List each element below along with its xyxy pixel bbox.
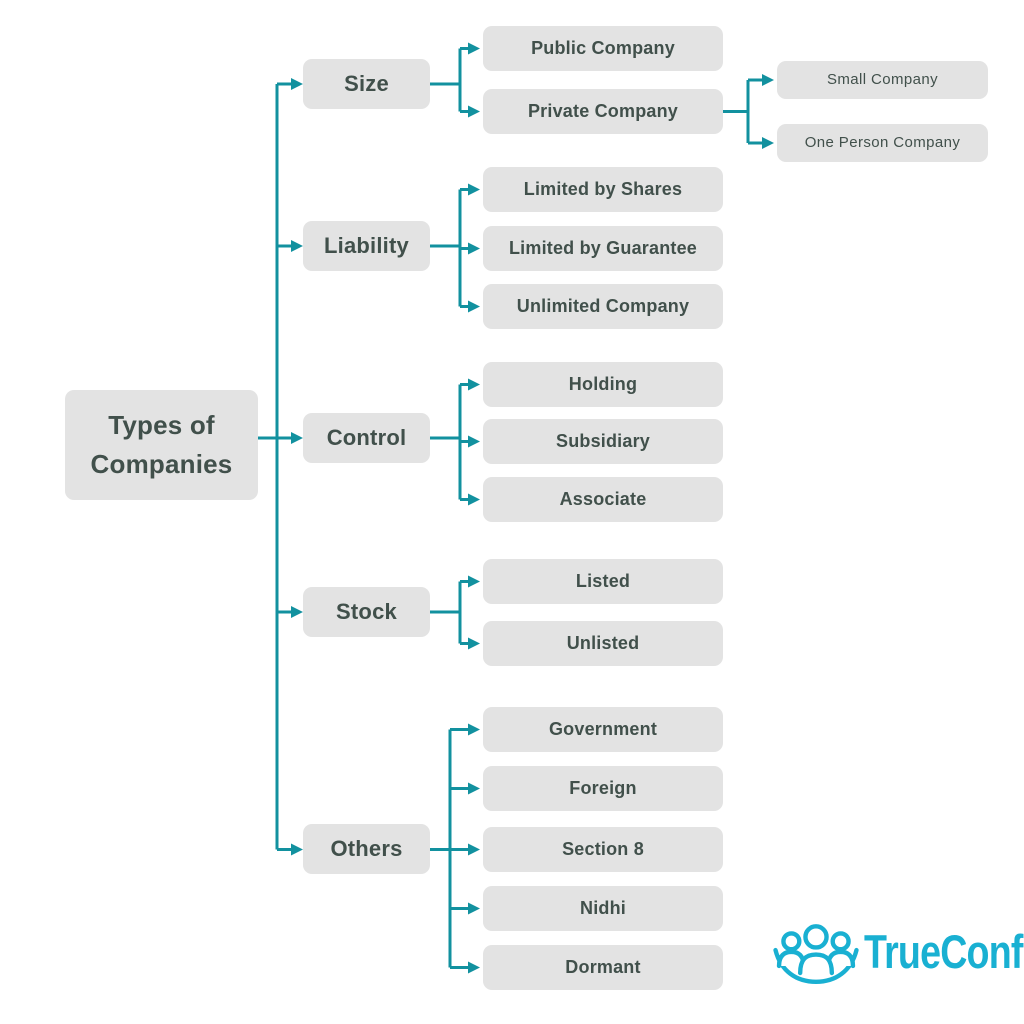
node-stock: Stock <box>303 587 430 637</box>
node-others: Others <box>303 824 430 874</box>
node-size: Size <box>303 59 430 109</box>
node-government: Government <box>483 707 723 752</box>
node-small-company: Small Company <box>777 61 988 99</box>
node-unlimited-company: Unlimited Company <box>483 284 723 329</box>
trueconf-wordmark: TrueConf <box>864 924 1023 978</box>
node-liability: Liability <box>303 221 430 271</box>
trueconf-logo: TrueConf <box>772 916 1024 986</box>
node-associate: Associate <box>483 477 723 522</box>
node-listed: Listed <box>483 559 723 604</box>
node-unlisted: Unlisted <box>483 621 723 666</box>
node-limited-by-guarantee: Limited by Guarantee <box>483 226 723 271</box>
node-foreign: Foreign <box>483 766 723 811</box>
node-private-company: Private Company <box>483 89 723 134</box>
node-holding: Holding <box>483 362 723 407</box>
node-one-person-company: One Person Company <box>777 124 988 162</box>
node-types-of-companies: Types of Companies <box>65 390 258 500</box>
node-public-company: Public Company <box>483 26 723 71</box>
node-dormant: Dormant <box>483 945 723 990</box>
node-nidhi: Nidhi <box>483 886 723 931</box>
node-limited-by-shares: Limited by Shares <box>483 167 723 212</box>
people-group-icon <box>773 924 859 985</box>
node-section-8: Section 8 <box>483 827 723 872</box>
node-control: Control <box>303 413 430 463</box>
node-subsidiary: Subsidiary <box>483 419 723 464</box>
